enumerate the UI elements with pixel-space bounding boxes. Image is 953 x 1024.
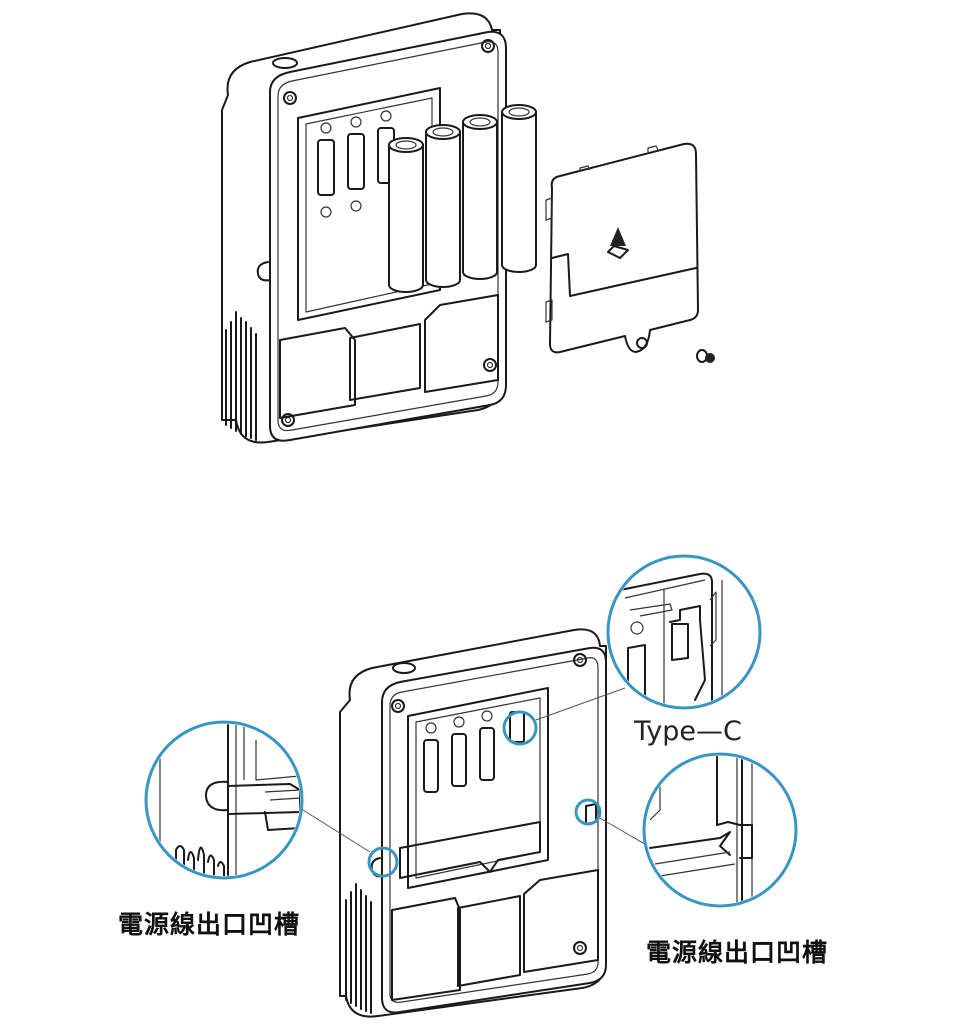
- label-type-c: Type—C: [634, 716, 742, 747]
- label-right-groove: 電源線出口凹槽: [646, 938, 829, 967]
- top-illustration: [221, 12, 715, 444]
- callout-left-groove: [144, 720, 304, 880]
- vent-fins-top: [225, 311, 257, 441]
- callout-type-c: [606, 554, 762, 710]
- cover-direction-icon: [607, 227, 629, 259]
- battery-4: [501, 104, 537, 273]
- device-body-bottom: [339, 628, 607, 1018]
- leader-left: [294, 804, 371, 853]
- battery-1: [388, 137, 424, 293]
- label-left-groove: 電源線出口凹槽: [118, 910, 301, 939]
- batteries: [388, 104, 537, 293]
- marker-left-groove: [367, 846, 399, 878]
- battery-3: [462, 114, 498, 280]
- vent-fins-bottom: [345, 883, 372, 1014]
- leader-type-c: [535, 687, 626, 721]
- cover-screw: [696, 349, 715, 363]
- battery-2: [425, 124, 461, 288]
- device-body-top: [221, 12, 507, 444]
- marker-right-groove: [574, 798, 602, 826]
- marker-type-c: [502, 710, 538, 746]
- callout-right-groove: [642, 752, 798, 908]
- battery-cover: [545, 142, 699, 354]
